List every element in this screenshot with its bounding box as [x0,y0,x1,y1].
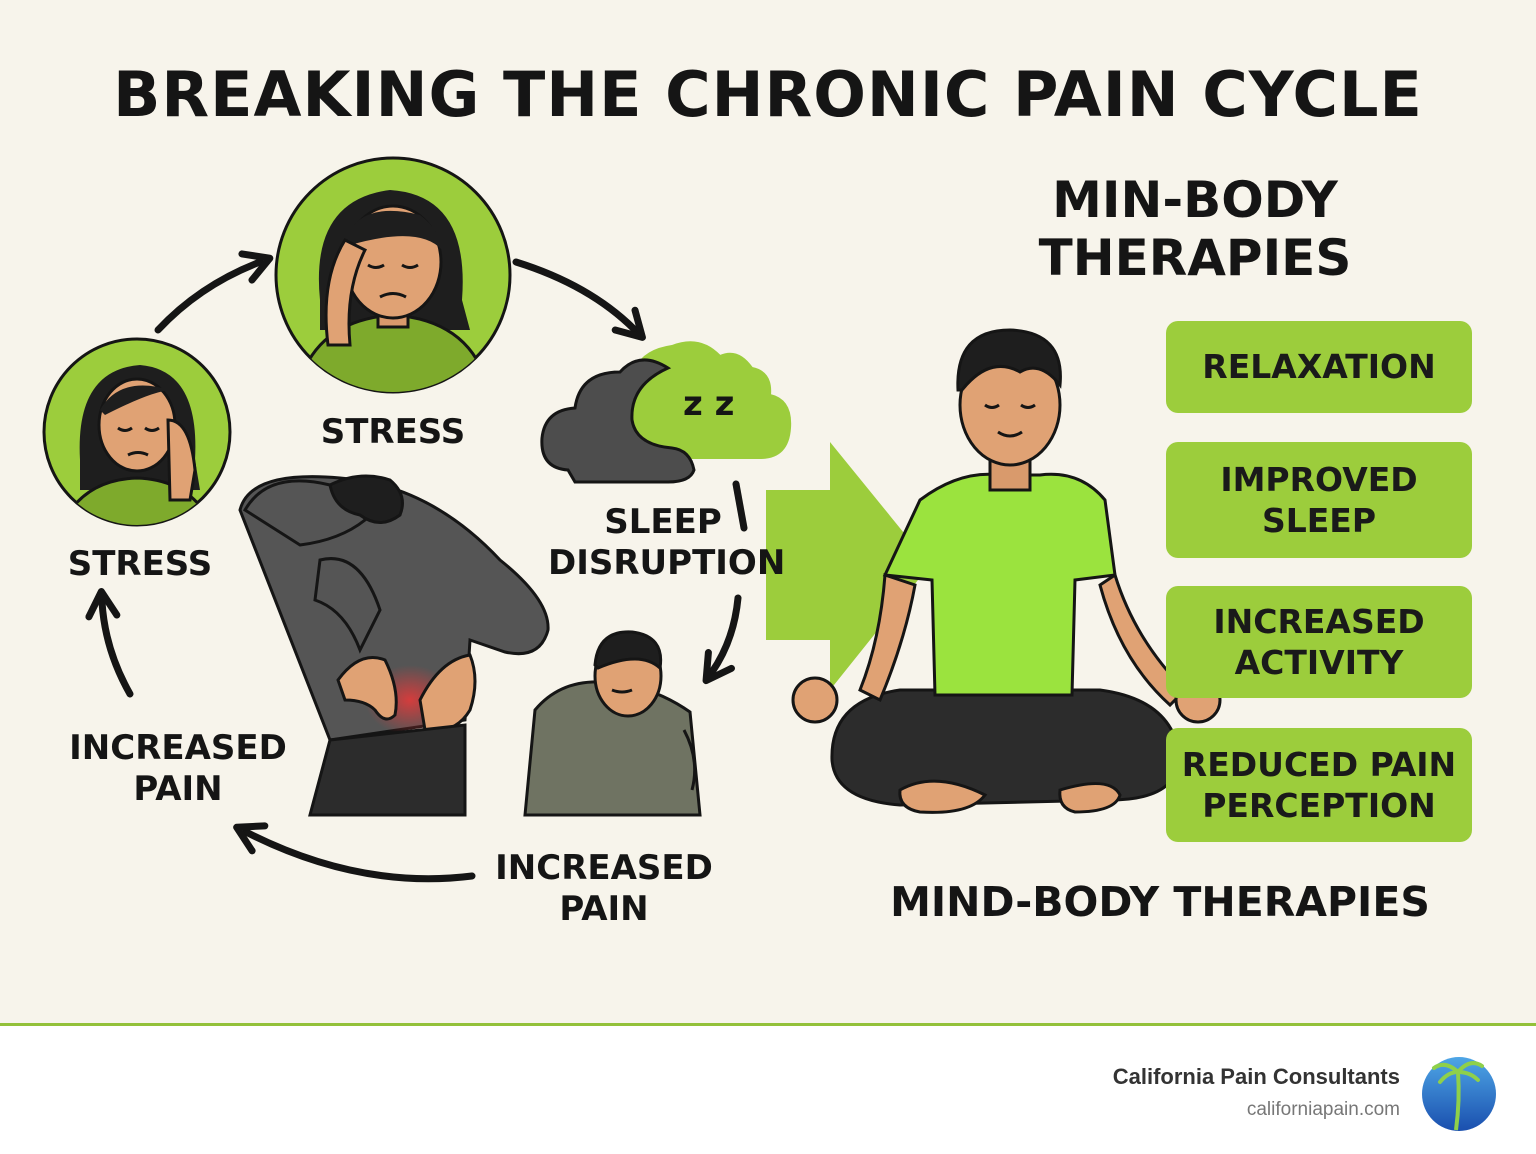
label-sleep-disruption: SLEEP DISRUPTION [548,502,786,583]
arrow-sleep-down [732,480,748,532]
label-increased-pain-bottom: INCREASED PAIN [495,848,713,929]
arrow-bottom-to-left [233,822,476,883]
sleep-cloud-icon [540,341,792,484]
arrow-left-to-top [154,250,274,334]
benefit-improved-sleep: IMPROVED SLEEP [1166,442,1472,558]
benefit-reduced-pain-perception: REDUCED PAIN PERCEPTION [1166,728,1472,842]
stress-woman-left-icon [42,337,232,527]
sleep-z-text: z z [683,384,734,424]
footer [0,1026,1536,1154]
stress-woman-top-icon [274,156,512,394]
arrow-top-to-sleep [512,258,646,341]
cycle-arrows [85,250,748,883]
therapies-heading: MIN-BODY THERAPIES [1038,171,1352,287]
meditating-man-illustration [791,328,1222,814]
company-url[interactable]: californiapain.com [1246,1099,1400,1120]
illustration: z z [42,156,1222,883]
benefit-relaxation: RELAXATION [1166,321,1472,413]
arrow-left-up [85,588,134,698]
company-name: California Pain Consultants [1112,1064,1400,1089]
footer-divider [0,1023,1536,1026]
page-title: BREAKING THE CHRONIC PAIN CYCLE [113,58,1423,131]
benefit-increased-activity: INCREASED ACTIVITY [1166,586,1472,698]
label-stress-left: STRESS [67,544,213,584]
big-arrow-icon [766,442,930,690]
label-increased-pain-left: INCREASED PAIN [69,728,287,809]
palm-logo-icon [1422,1057,1496,1131]
arrow-sleep-to-man [702,594,742,685]
tired-man-illustration [523,630,702,817]
therapies-caption: MIND-BODY THERAPIES [890,878,1430,926]
back-pain-man-illustration [238,474,550,817]
label-stress-top: STRESS [320,412,466,452]
infographic: BREAKING THE CHRONIC PAIN CYCLE [42,58,1472,929]
